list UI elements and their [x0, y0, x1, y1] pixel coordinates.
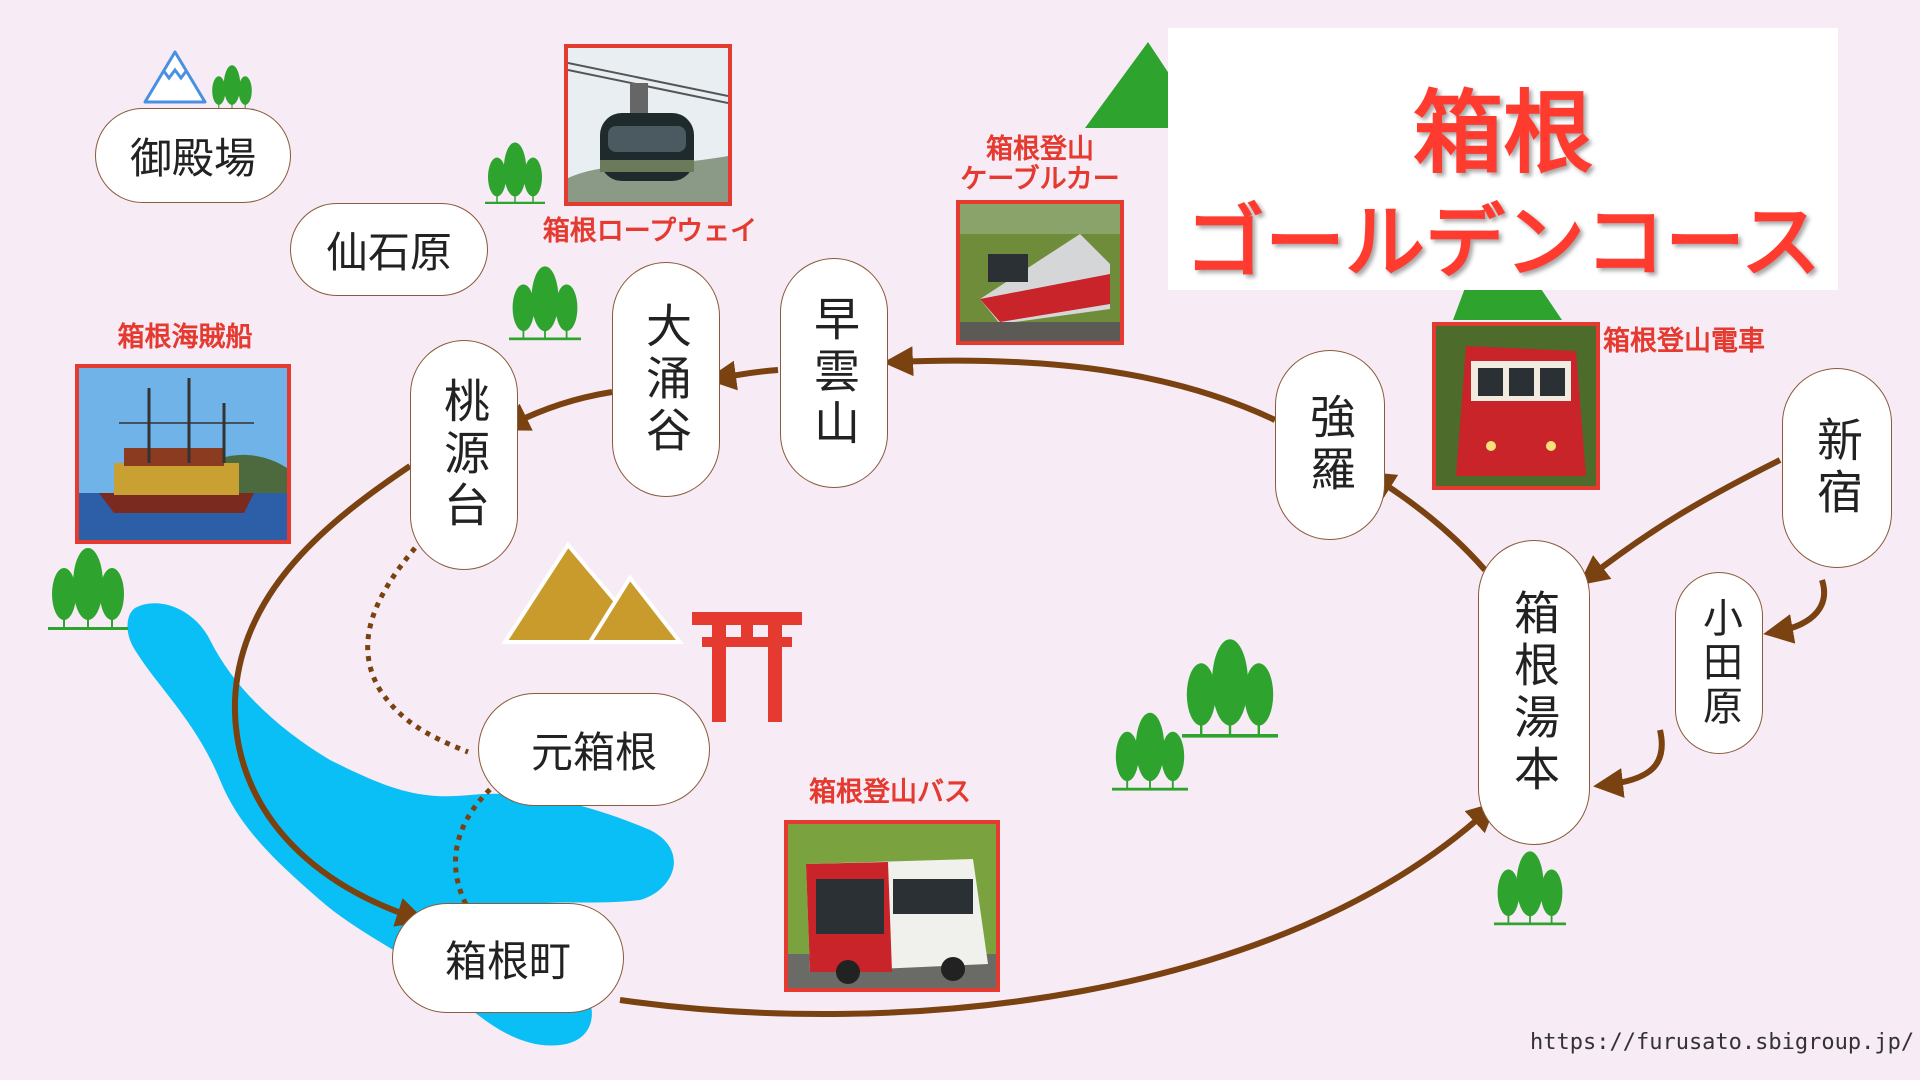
route-line	[231, 463, 427, 927]
ropeway-caption: 箱根ロープウェイ	[542, 216, 758, 247]
station-owakudani: 大涌谷	[612, 262, 720, 497]
torii-icon	[692, 612, 802, 722]
tozan-train-photo	[1432, 322, 1600, 490]
station-gora: 強羅	[1275, 350, 1385, 540]
station-togendai: 桃源台	[410, 340, 518, 570]
lake-ashi	[127, 603, 674, 1046]
title-line-2: ゴールデンコース	[1185, 196, 1821, 289]
tree-icon	[48, 548, 128, 630]
tree-icon	[210, 65, 254, 111]
mountain-icon	[501, 541, 685, 644]
dotted-path	[365, 546, 469, 755]
station-gotemba: 御殿場	[95, 108, 291, 203]
source-url: https://furusato.sbigroup.jp/	[1530, 1030, 1915, 1055]
station-hakone-yumoto: 箱根湯本	[1478, 540, 1590, 845]
tree-icon	[1112, 712, 1188, 791]
station-shinjuku: 新宿	[1782, 368, 1892, 568]
title-line-1: 箱根	[1413, 81, 1593, 186]
cablecar-caption-line2: ケーブルカー	[960, 164, 1120, 195]
route-line	[499, 389, 613, 431]
station-hakonemachi: 箱根町	[392, 903, 624, 1013]
station-sengokuhara: 仙石原	[290, 203, 488, 296]
station-motohakone: 元箱根	[478, 693, 710, 806]
ropeway-photo	[564, 44, 732, 206]
route-line	[1578, 457, 1782, 586]
tree-icon	[1182, 639, 1278, 738]
cablecar-photo	[956, 200, 1124, 345]
route-line	[1364, 471, 1488, 572]
route-line	[883, 346, 1277, 423]
tree-icon	[1494, 851, 1566, 926]
cablecar-caption-line1: 箱根登山	[986, 134, 1094, 165]
route-line	[706, 360, 779, 391]
pirate-ship-photo	[75, 364, 291, 544]
title-panel: 箱根 ゴールデンコース	[1168, 28, 1838, 290]
station-odawara: 小田原	[1675, 572, 1763, 754]
tozan-bus-photo	[784, 820, 1000, 992]
tree-icon	[509, 266, 581, 341]
tree-icon	[485, 142, 545, 204]
pirate-ship-caption: 箱根海賊船	[117, 322, 253, 353]
tozan-train-caption: 箱根登山電車	[1603, 326, 1765, 357]
route-line	[619, 801, 1497, 1018]
route-line	[1593, 729, 1665, 798]
mount-fuji-icon	[143, 50, 207, 104]
route-line	[1763, 579, 1828, 644]
tozan-bus-caption: 箱根登山バス	[809, 777, 971, 808]
station-sounzan: 早雲山	[780, 258, 888, 488]
